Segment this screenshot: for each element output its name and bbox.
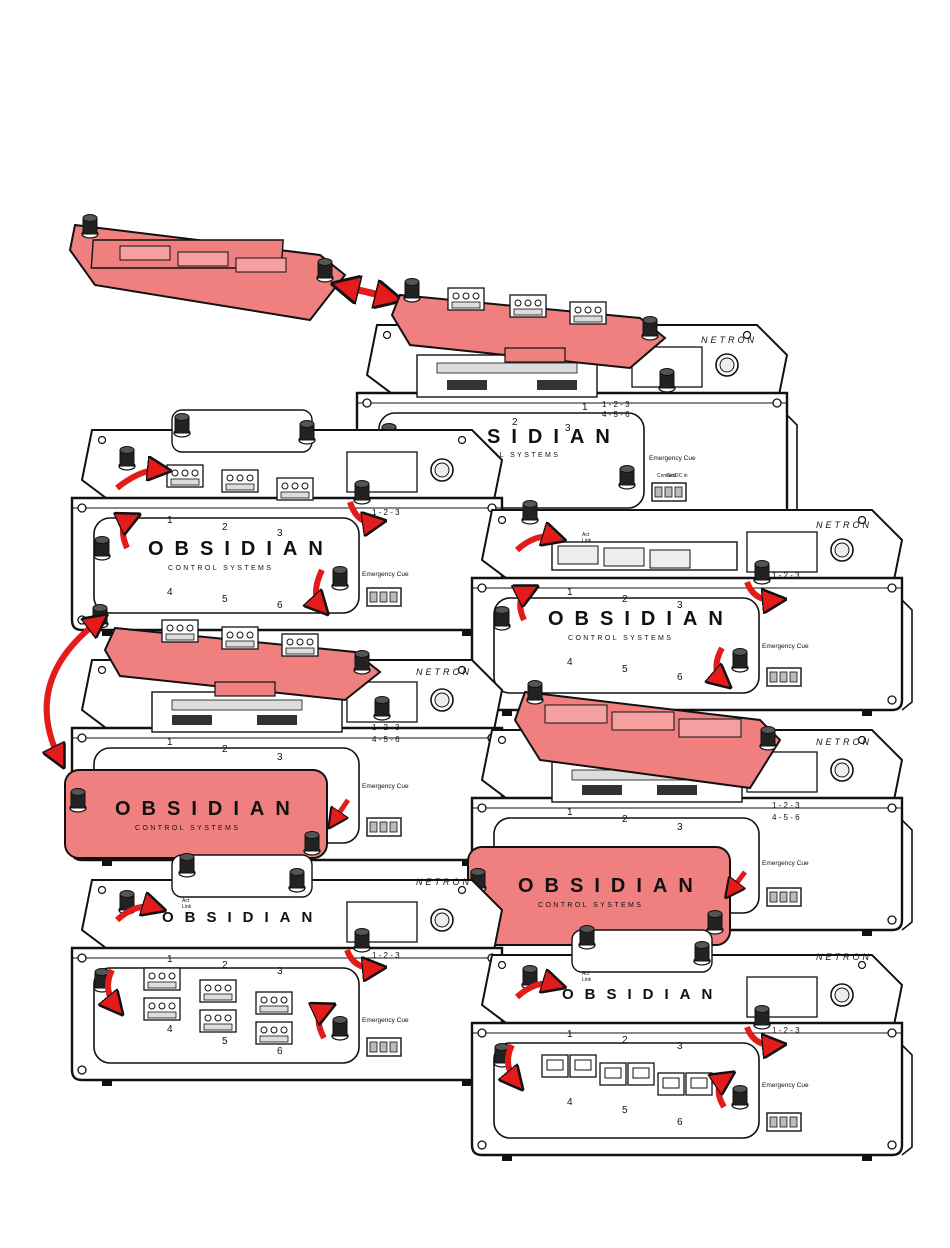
port-number-2: 2 bbox=[622, 814, 628, 825]
product-logo: NETRON bbox=[816, 520, 872, 530]
port-number-6: 6 bbox=[677, 1117, 683, 1128]
port-number-1: 1 bbox=[582, 402, 588, 413]
port-number-5: 5 bbox=[622, 1105, 628, 1116]
port-number-4: 4 bbox=[567, 1097, 573, 1108]
port-number-1: 1 bbox=[567, 587, 573, 598]
port-group-top-label: 1 - 2 - 3 bbox=[372, 951, 400, 960]
link-label: Link bbox=[182, 904, 192, 910]
faceplate-tagline: CONTROL SYSTEMS bbox=[538, 902, 643, 909]
port-number-3: 3 bbox=[277, 528, 283, 539]
port-number-2: 2 bbox=[622, 1035, 628, 1046]
port-number-3: 3 bbox=[565, 423, 571, 434]
top-brand-wordmark: OBSIDIAN bbox=[562, 986, 723, 1003]
product-logo: NETRON bbox=[816, 952, 872, 962]
port-number-1: 1 bbox=[167, 954, 173, 965]
gnd-label: Gnd bbox=[667, 473, 677, 479]
device-unit-row2-right: NETRON Act Link 1 2 3 OBSIDIAN CONTROL S… bbox=[470, 499, 914, 718]
emergency-cue-label: Emergency Cue bbox=[762, 1082, 809, 1089]
port-number-5: 5 bbox=[622, 664, 628, 675]
port-number-2: 2 bbox=[622, 594, 628, 605]
port-number-2: 2 bbox=[222, 744, 228, 755]
front-brand-tagline: CONTROL SYSTEMS bbox=[568, 635, 673, 642]
link-label: Link bbox=[582, 538, 592, 544]
device-unit-bottom-right: NETRON Act Link OBSIDIAN 1 2 3 4 5 6 Eme… bbox=[470, 924, 914, 1163]
contact-label: Contact bbox=[657, 473, 675, 479]
port-number-2: 2 bbox=[222, 522, 228, 533]
emergency-cue-label: Emergency Cue bbox=[762, 860, 809, 867]
act-label: Act bbox=[582, 532, 590, 538]
device-unit-row2-left: 1 2 3 OBSIDIAN CONTROL SYSTEMS 4 5 6 Eme… bbox=[70, 409, 514, 638]
port-number-6: 6 bbox=[277, 600, 283, 611]
link-label: Link bbox=[582, 977, 592, 983]
port-number-1: 1 bbox=[167, 515, 173, 526]
port-group-top-label: 1 - 2 - 3 bbox=[772, 801, 800, 810]
port-number-4: 4 bbox=[167, 587, 173, 598]
top-brand-wordmark: OBSIDIAN bbox=[162, 909, 323, 926]
faceplate-row3-left: OBSIDIAN CONTROL SYSTEMS bbox=[64, 769, 328, 859]
port-number-5: 5 bbox=[222, 594, 228, 605]
product-logo: NETRON bbox=[816, 737, 872, 747]
module-row3-right bbox=[513, 679, 782, 790]
port-number-1: 1 bbox=[167, 737, 173, 748]
port-number-5: 5 bbox=[222, 1036, 228, 1047]
emergency-cue-label: Emergency Cue bbox=[362, 783, 409, 790]
swap-arrow bbox=[342, 286, 392, 298]
port-number-3: 3 bbox=[677, 1041, 683, 1052]
act-label: Act bbox=[582, 971, 590, 977]
product-logo: NETRON bbox=[416, 877, 472, 887]
port-group-top-label: 1 - 2 - 3 bbox=[602, 400, 630, 409]
front-brand-tagline: CONTROL SYSTEMS bbox=[168, 565, 273, 572]
flip-arrow bbox=[47, 620, 100, 760]
port-number-1: 1 bbox=[567, 807, 573, 818]
port-group-bottom-label: 4 - 5 - 6 bbox=[772, 813, 800, 822]
faceplate-wordmark: OBSIDIAN bbox=[115, 798, 301, 820]
emergency-cue-label: Emergency Cue bbox=[649, 455, 696, 462]
port-number-4: 4 bbox=[567, 657, 573, 668]
front-brand-wordmark: OBSIDIAN bbox=[148, 538, 334, 560]
emergency-cue-label: Emergency Cue bbox=[362, 571, 409, 578]
dc-in-label: DC in bbox=[675, 473, 688, 479]
emergency-cue-label: Emergency Cue bbox=[362, 1017, 409, 1024]
port-number-1: 1 bbox=[567, 1029, 573, 1040]
port-group-top-label: 1 - 2 - 3 bbox=[772, 1026, 800, 1035]
port-group-bottom-label: 4 - 5 - 6 bbox=[372, 735, 400, 744]
port-group-top-label: 1 - 2 - 3 bbox=[372, 508, 400, 517]
front-brand-tagline: CONTROL SYSTEMS bbox=[455, 452, 560, 459]
installed-module-top bbox=[390, 277, 667, 370]
device-unit-bottom-left: NETRON Act Link OBSIDIAN 1 2 3 4 5 6 Eme… bbox=[70, 852, 514, 1088]
faceplate-tagline: CONTROL SYSTEMS bbox=[135, 825, 240, 832]
port-number-3: 3 bbox=[677, 600, 683, 611]
port-number-6: 6 bbox=[677, 672, 683, 683]
product-logo: NETRON bbox=[701, 335, 757, 345]
removed-module-top-left bbox=[68, 213, 347, 322]
port-number-2: 2 bbox=[222, 960, 228, 971]
act-label: Act bbox=[182, 898, 190, 904]
front-brand-wordmark: OBSIDIAN bbox=[548, 608, 734, 630]
product-logo: NETRON bbox=[416, 667, 472, 677]
port-group-top-label: 1 - 2 - 3 bbox=[772, 571, 800, 580]
port-number-3: 3 bbox=[677, 822, 683, 833]
device-unit-row3-left: NETRON 1 2 3 Emergency Cue 1 - 2 - 3 4 -… bbox=[70, 658, 514, 868]
port-number-3: 3 bbox=[277, 966, 283, 977]
faceplate-wordmark: OBSIDIAN bbox=[518, 875, 704, 897]
port-number-4: 4 bbox=[167, 1024, 173, 1035]
port-group-top-label: 1 - 2 - 3 bbox=[372, 723, 400, 732]
emergency-cue-label: Emergency Cue bbox=[762, 643, 809, 650]
port-number-2: 2 bbox=[512, 417, 518, 428]
port-number-6: 6 bbox=[277, 1046, 283, 1057]
port-group-bottom-label: 4 - 5 - 6 bbox=[602, 410, 630, 419]
port-number-3: 3 bbox=[277, 752, 283, 763]
